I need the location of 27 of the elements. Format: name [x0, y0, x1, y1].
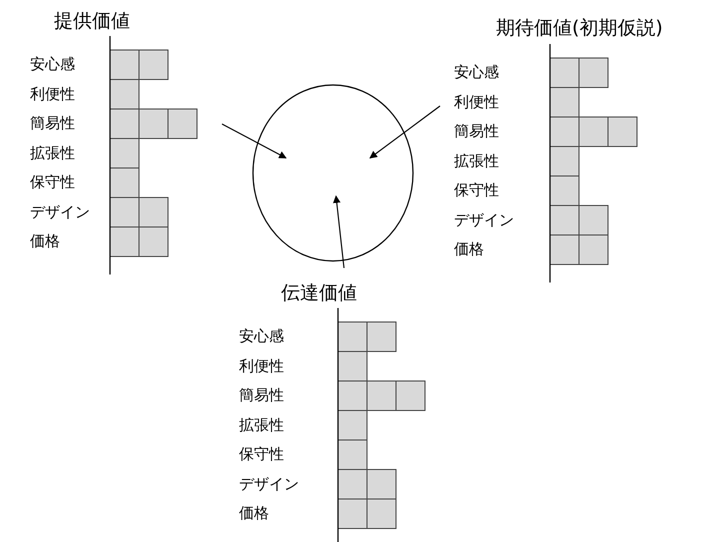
category-label: 簡易性 [239, 388, 284, 403]
category-label: 拡張性 [239, 418, 284, 432]
category-label: 拡張性 [30, 146, 75, 160]
category-label: 価格 [239, 506, 269, 521]
category-label: 保守性 [454, 183, 499, 198]
category-label: 保守性 [239, 447, 284, 462]
category-label: 利便性 [239, 358, 284, 374]
category-label: 価格 [30, 234, 60, 249]
category-label: 利便性 [454, 94, 499, 110]
category-label: 簡易性 [454, 124, 499, 139]
category-label: 安心感 [454, 65, 499, 80]
chart-title: 期待価値(初期仮説) [496, 19, 663, 38]
category-label: デザイン [239, 476, 299, 492]
chart-title: 提供価値 [54, 12, 130, 31]
category-label: 価格 [454, 242, 484, 257]
category-label: デザイン [30, 204, 90, 220]
category-label: 保守性 [30, 175, 75, 190]
arrow [332, 195, 345, 268]
category-label: 安心感 [239, 329, 284, 344]
category-label: 安心感 [30, 57, 75, 72]
arrow [369, 106, 440, 158]
chart-title: 伝達価値 [281, 284, 357, 303]
category-label: デザイン [454, 212, 514, 228]
arrow [222, 124, 287, 158]
category-label: 簡易性 [30, 116, 75, 131]
category-label: 拡張性 [454, 154, 499, 168]
category-label: 利便性 [30, 86, 75, 102]
